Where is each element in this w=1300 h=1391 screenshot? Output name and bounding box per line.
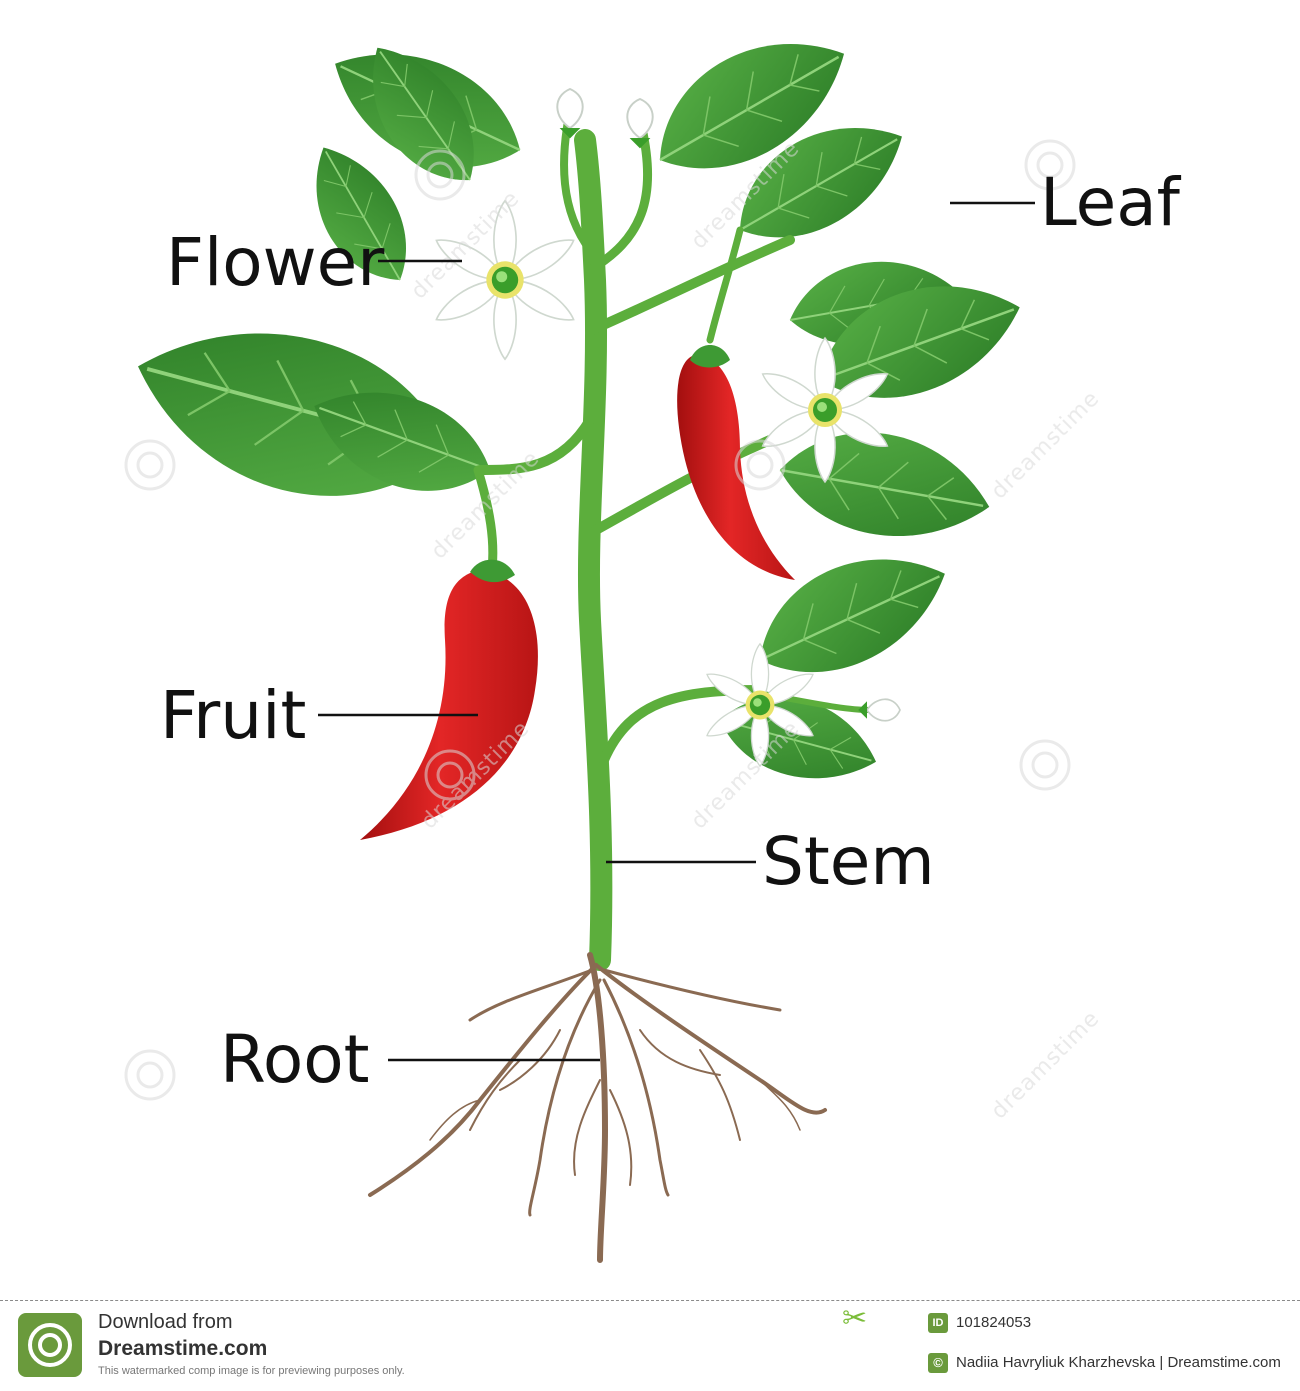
labels: Leaf Flower Fruit Stem Root [160,164,1182,1098]
label-root: Root [220,1021,370,1098]
image-id-value: 101824053 [956,1314,1032,1331]
label-fruit: Fruit [160,677,306,754]
download-from-text: Download from [98,1311,233,1333]
label-flower: Flower [166,224,385,301]
watermark-footer: Download from Dreamstime.com This waterm… [0,1300,1300,1391]
dreamstime-link[interactable]: Dreamstime.com [98,1337,268,1360]
leaf-right-lower [770,415,1000,555]
label-leaf: Leaf [1040,164,1182,241]
main-stem [574,129,613,971]
label-stem: Stem [762,823,935,900]
author-credit: Nadiia Havryliuk Kharzhevska | Dreamstim… [956,1354,1281,1371]
id-badge-icon: ID [928,1313,948,1333]
watermark-text-6: dreamstime [987,1006,1105,1124]
watermark-text-4: dreamstime [987,386,1105,504]
copyright-icon: © [928,1353,948,1373]
stem-system [473,106,873,971]
dreamstime-logo-icon [18,1313,82,1377]
pepper-plant-diagram: dreamstime dreamstime dreamstime dreamst… [114,5,1182,1263]
roots [368,952,827,1263]
disclaimer-text: This watermarked comp image is for previ… [98,1365,405,1377]
fruit-left [360,570,538,840]
scissors-icon: ✂ [842,1302,868,1335]
fruit-right-calyx [690,345,730,368]
fruit-left-calyx [470,559,515,583]
bud-right [857,698,901,722]
flower-top-left [430,199,580,361]
